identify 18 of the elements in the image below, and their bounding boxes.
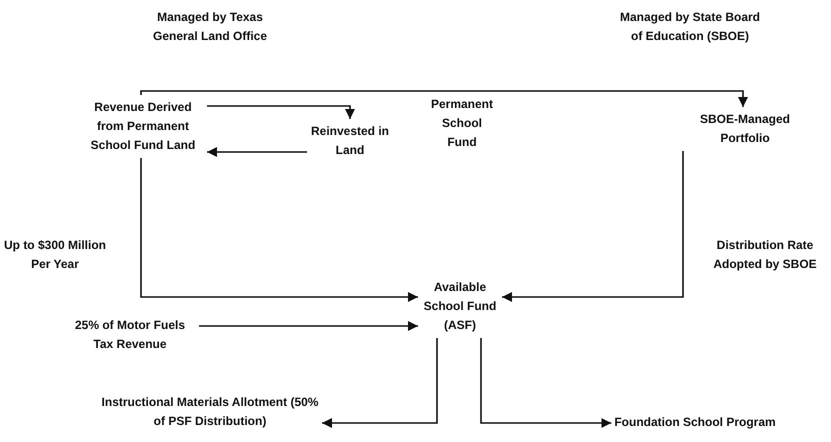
flow-text: Available School Fund (ASF) — [421, 278, 499, 335]
heading-text: Managed by Texas General Land Office — [152, 9, 268, 45]
flow-text: 25% of Motor Fuels Tax Revenue — [64, 316, 196, 354]
flow-text: SBOE-Managed Portfolio — [695, 110, 795, 148]
arrow — [502, 150, 684, 302]
flow-text: Reinvested in Land — [310, 122, 390, 160]
arrow — [322, 338, 438, 428]
arrow — [207, 105, 355, 119]
arrow — [199, 321, 418, 331]
flow-text: Revenue Derived from Permanent School Fund Land — [82, 98, 204, 155]
flow-text: Foundation School Program — [614, 413, 776, 432]
arrow — [480, 338, 612, 428]
flow-text: Instructional Materials Allotment (50% of PSF Distribution) — [101, 393, 319, 431]
arrow — [207, 147, 307, 157]
heading-text: Managed by State Board of Education (SBOE) — [619, 9, 761, 45]
fund-label: Permanent School Fund — [430, 96, 494, 151]
arrow — [140, 158, 418, 302]
arrow — [140, 90, 748, 107]
